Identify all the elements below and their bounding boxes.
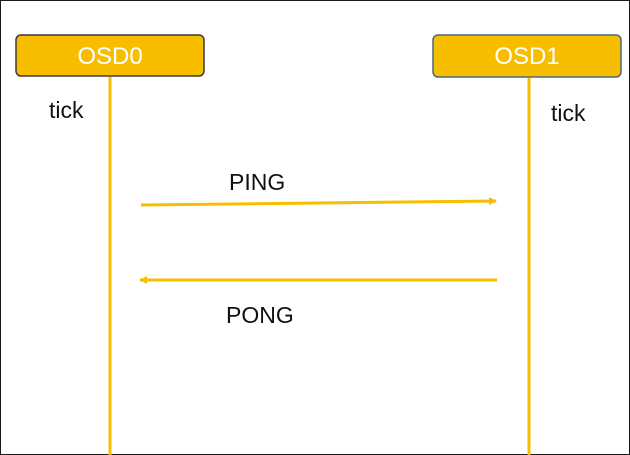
participant-osd0: OSD0 (15, 34, 205, 77)
osd0-box (15, 34, 205, 77)
osd0-tick-label: tick (49, 97, 84, 123)
participant-osd1: OSD1 (432, 34, 622, 78)
ping-arrow (140, 197, 497, 207)
osd1-label: OSD1 (494, 43, 559, 70)
ping-label: PING (229, 169, 285, 195)
pong-label: PONG (226, 302, 294, 328)
osd1-tick-label: tick (551, 100, 586, 126)
osd0-label: OSD0 (77, 43, 142, 70)
osd1-box (432, 34, 622, 78)
